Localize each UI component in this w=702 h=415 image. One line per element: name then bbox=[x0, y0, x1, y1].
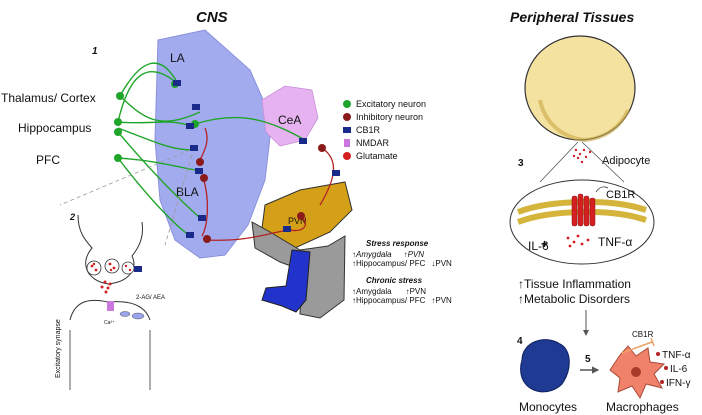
inhibitory-neuron-dots bbox=[196, 144, 326, 243]
macro-ifn-label: IFN-γ bbox=[666, 378, 690, 389]
panel-2-number: 2 bbox=[69, 212, 75, 222]
excitatory-projections bbox=[117, 62, 306, 237]
synapse-organelle-2 bbox=[119, 311, 131, 317]
panel-1-number: 1 bbox=[92, 46, 98, 57]
legend-glutamate-swatch bbox=[343, 152, 351, 160]
panel-3-number: 3 bbox=[518, 158, 524, 169]
hippocampus-label: Hippocampus bbox=[18, 121, 91, 135]
chronic-pvn-2: PVN bbox=[435, 296, 452, 305]
legend-nmdar-swatch bbox=[344, 139, 350, 147]
synapse-cb1r bbox=[134, 266, 142, 272]
synapse-nmdar bbox=[107, 301, 114, 311]
pituitary-blue bbox=[261, 249, 311, 313]
tissue-inflammation-line: ↑Tissue Inflammation bbox=[518, 277, 631, 291]
stress-amygdala: Amygdala bbox=[355, 250, 392, 259]
macrophage-cb1r-label: CB1R bbox=[632, 330, 654, 339]
vesicle-2 bbox=[104, 258, 120, 274]
thalamus-cortex-label: Thalamus/ Cortex bbox=[1, 91, 96, 105]
stress-response-title: Stress response bbox=[366, 239, 429, 248]
cea-label: CeA bbox=[278, 113, 301, 127]
up-arrow: ↑ bbox=[431, 296, 435, 305]
membrane-il6-label: IL-6 bbox=[528, 239, 549, 253]
up-arrow: ↑ bbox=[352, 259, 356, 268]
up-arrow: ↑ bbox=[404, 250, 408, 259]
vesicle-1 bbox=[86, 260, 102, 276]
stress-hippo: Hippocampus/ PFC bbox=[356, 259, 426, 268]
cb1r-receptor-helices bbox=[571, 193, 596, 227]
adipocyte-label: Adipocyte bbox=[602, 155, 650, 167]
stress-response-block: Stress response ↑Amygdala↑PVN ↑Hippocamp… bbox=[352, 239, 452, 305]
up-arrow: ↑ bbox=[518, 292, 524, 306]
tissue-inflammation-text: Tissue Inflammation bbox=[524, 277, 631, 291]
macrophages-label: Macrophages bbox=[606, 400, 679, 414]
stress-line2: ↑Hippocampus/ PFC ↓PVN bbox=[352, 259, 452, 268]
membrane-cb1r-label: CB1R bbox=[606, 189, 635, 201]
macro-tnf-label: TNF-α bbox=[662, 350, 691, 361]
metabolic-disorders-text: Metabolic Disorders bbox=[524, 292, 630, 306]
down-arrow: ↓ bbox=[431, 259, 435, 268]
panel-5-number: 5 bbox=[585, 354, 591, 365]
adipocyte-rim bbox=[538, 99, 630, 143]
peripheral-title: Peripheral Tissues bbox=[510, 9, 634, 25]
il6-dot bbox=[664, 366, 668, 370]
synapse-zoom-lines bbox=[59, 149, 193, 246]
membrane-tnf-label: TNF-α bbox=[598, 235, 632, 249]
chronic-stress-title: Chronic stress bbox=[366, 276, 423, 285]
chronic-line2: ↑Hippocampus/ PFC↑PVN bbox=[352, 296, 452, 305]
cytokine-dots bbox=[566, 234, 590, 248]
macrophage-nucleus bbox=[631, 367, 641, 377]
metabolic-disorders-line: ↑Metabolic Disorders bbox=[518, 292, 630, 306]
stress-line1: ↑Amygdala↑PVN bbox=[352, 250, 424, 259]
pfc-label: PFC bbox=[36, 153, 60, 167]
cns-legend: Excitatory neuron Inhibitory neuron CB1R… bbox=[343, 99, 426, 161]
glutamate-dots bbox=[90, 262, 132, 294]
legend-glutamate-label: Glutamate bbox=[356, 151, 398, 161]
ifn-dot bbox=[660, 380, 664, 384]
synapse-organelle bbox=[131, 312, 145, 320]
pituitary-gray bbox=[251, 221, 346, 319]
up-arrow: ↑ bbox=[352, 287, 356, 296]
macro-il6-label: IL-6 bbox=[670, 364, 688, 375]
tnf-dot bbox=[656, 352, 660, 356]
legend-excitatory-swatch bbox=[343, 100, 351, 108]
excitatory-synapse-diagram: 2-AG/ AEA Ca²⁺ Excitatory synapse bbox=[55, 214, 165, 390]
excitatory-synapse-label: Excitatory synapse bbox=[55, 319, 62, 378]
cb1r-receptor-marks bbox=[173, 80, 340, 238]
vesicle-3 bbox=[121, 261, 135, 275]
adipocyte-secretion-dots bbox=[572, 148, 592, 164]
up-arrow: ↑ bbox=[406, 287, 410, 296]
la-label: LA bbox=[170, 51, 185, 65]
legend-excitatory-label: Excitatory neuron bbox=[356, 99, 426, 109]
monocytes-label: Monocytes bbox=[519, 400, 577, 414]
monocyte-cell bbox=[520, 339, 570, 393]
membrane-zoom-lines bbox=[539, 141, 625, 183]
legend-cb1r-label: CB1R bbox=[356, 125, 381, 135]
chronic-line1: ↑Amygdala↑PVN bbox=[352, 287, 426, 296]
up-arrow: ↑ bbox=[518, 277, 524, 291]
cb1r-inhibition-line bbox=[621, 341, 653, 354]
synapse-ca-label: Ca²⁺ bbox=[104, 320, 115, 326]
cb1r-pointer-line bbox=[595, 186, 609, 193]
stress-pvn-2: PVN bbox=[435, 259, 452, 268]
stress-pvn-1: PVN bbox=[408, 250, 425, 259]
chronic-hippo: Hippocampus/ PFC bbox=[356, 296, 426, 305]
pvn-label: PVN bbox=[288, 216, 307, 226]
cb1r-inhibition-bar bbox=[650, 337, 655, 347]
legend-inhibitory-swatch bbox=[343, 113, 351, 121]
legend-cb1r-swatch bbox=[343, 127, 351, 133]
legend-inhibitory-label: Inhibitory neuron bbox=[356, 112, 423, 122]
plus-sign: + bbox=[541, 237, 548, 251]
cea-region bbox=[261, 85, 319, 147]
panel-4-number: 4 bbox=[517, 336, 523, 347]
chronic-pvn-1: PVN bbox=[410, 287, 427, 296]
up-arrow: ↑ bbox=[352, 296, 356, 305]
synapse-2ag-label: 2-AG/ AEA bbox=[136, 295, 165, 301]
cns-title: CNS bbox=[196, 9, 228, 26]
up-arrow: ↑ bbox=[352, 250, 356, 259]
presynaptic-terminal bbox=[77, 214, 143, 285]
legend-nmdar-label: NMDAR bbox=[356, 138, 389, 148]
chronic-amygdala: Amygdala bbox=[356, 287, 392, 296]
